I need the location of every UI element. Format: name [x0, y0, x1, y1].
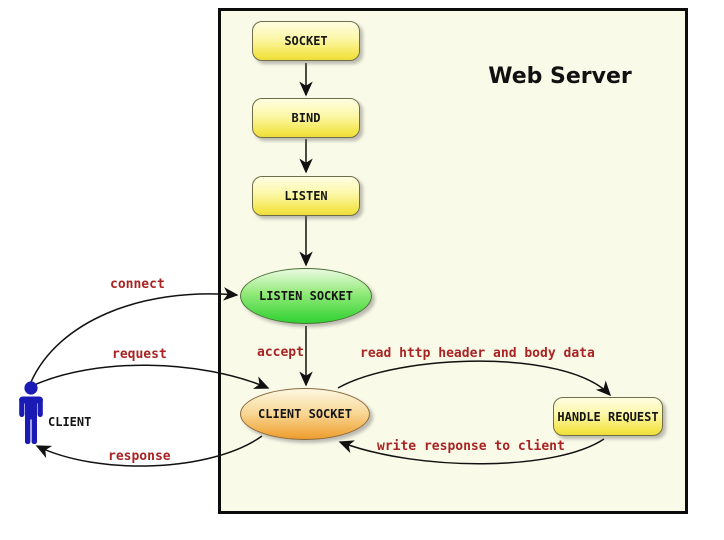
arrow-response: [35, 435, 263, 467]
client-person-icon: [17, 381, 45, 445]
node-bind-label: BIND: [291, 111, 321, 125]
node-socket: SOCKET: [252, 21, 360, 61]
edge-label-response: response: [108, 449, 171, 464]
edge-label-read: read http header and body data: [360, 346, 595, 361]
node-listen-label: LISTEN: [284, 189, 328, 203]
node-bind: BIND: [252, 98, 360, 138]
arrow-request: [31, 364, 270, 389]
edge-label-write: write response to client: [377, 439, 565, 454]
node-socket-label: SOCKET: [284, 34, 328, 48]
edge-label-accept: accept: [257, 345, 304, 360]
node-handle-request: HANDLE REQUEST: [553, 397, 663, 436]
arrow-read: [337, 360, 612, 397]
arrow-write: [338, 438, 605, 465]
page-title: Web Server: [488, 64, 632, 89]
node-client-socket: CLIENT SOCKET: [240, 388, 370, 440]
client-actor-label: CLIENT: [48, 415, 92, 429]
edge-label-request: request: [112, 347, 167, 362]
node-listen: LISTEN: [252, 176, 360, 216]
node-listen-socket: LISTEN SOCKET: [240, 268, 372, 324]
node-listen-socket-label: LISTEN SOCKET: [259, 289, 353, 303]
node-handle-request-label: HANDLE REQUEST: [557, 409, 659, 424]
node-client-socket-label: CLIENT SOCKET: [258, 407, 352, 421]
edge-label-connect: connect: [110, 277, 165, 292]
arrow-connect: [30, 287, 239, 383]
